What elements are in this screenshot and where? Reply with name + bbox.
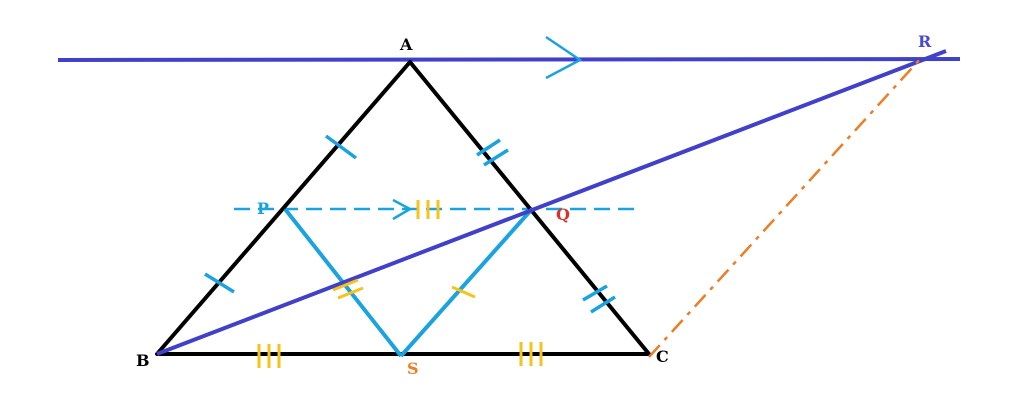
tick-ps-2 [337,286,364,300]
segment-qs [399,207,534,358]
tick-ap [324,134,358,160]
label-r: R [918,32,932,51]
tick-qc-1 [582,284,608,302]
tick-qc-2 [590,295,616,314]
line-through-a-parallel-bc [57,57,961,62]
label-c: C [656,347,669,366]
label-a: A [399,35,413,54]
line-br [156,49,947,356]
label-q: Q [556,205,570,224]
label-s: S [407,359,419,378]
line-cr-dashed [648,56,923,358]
tick-aq-1 [476,138,501,157]
label-p: P [257,199,269,218]
parallel-arrow-marker-top [545,35,583,80]
tick-qs [451,285,476,299]
tick-pb [204,272,235,294]
parallel-arrow-marker-pq [392,198,413,221]
tick-aq-2 [483,148,509,167]
label-b: B [136,351,150,370]
tick-ps-1 [332,278,359,292]
